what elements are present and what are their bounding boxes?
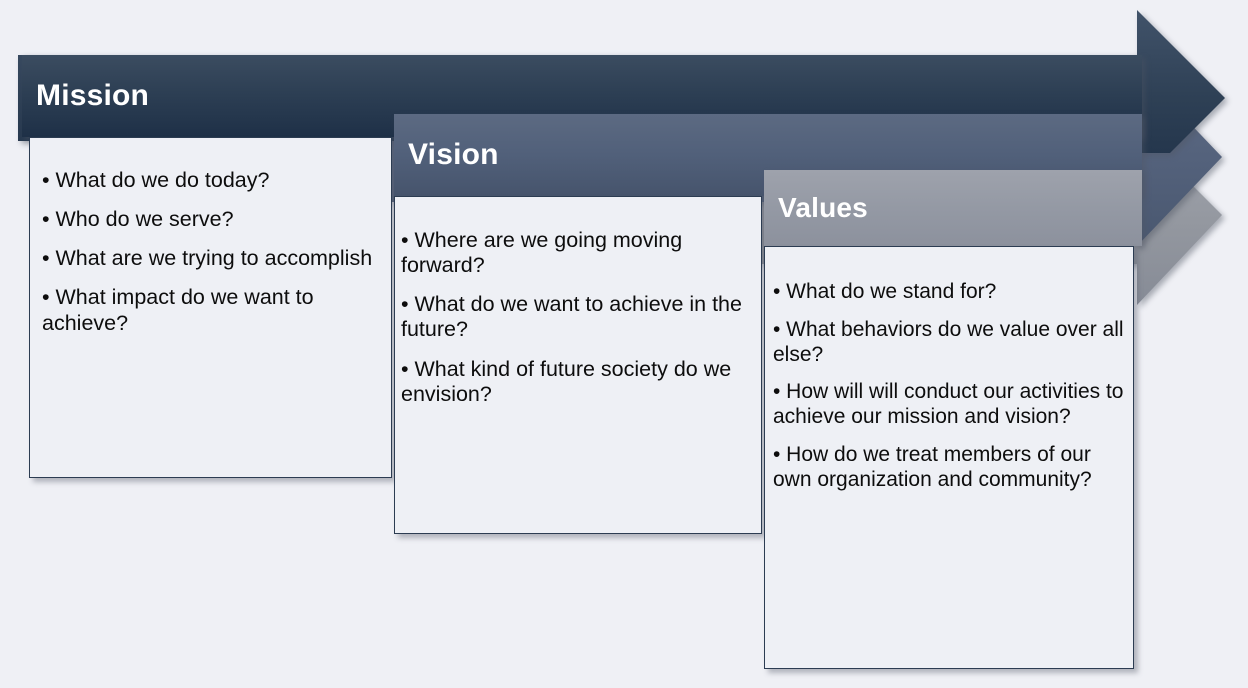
list-item: • What do we stand for?	[773, 280, 997, 303]
mission-title: Mission	[36, 79, 150, 112]
list-item: • What impact do we want to achieve?	[42, 285, 314, 335]
values-title: Values	[778, 192, 868, 223]
vision-bullet-list: • Where are we going moving forward? • W…	[401, 228, 755, 407]
values-bullet-list: • What do we stand for? • What behaviors…	[773, 280, 1125, 492]
list-item: • Who do we serve?	[42, 207, 234, 232]
vision-body: • Where are we going moving forward? • W…	[394, 196, 762, 534]
list-item: • How will will conduct our activities t…	[773, 380, 1124, 429]
list-item: • How do we treat members of our own org…	[773, 442, 1092, 491]
list-item: • What behaviors do we value over all el…	[773, 317, 1124, 366]
list-item: • What do we want to achieve in the futu…	[401, 292, 742, 342]
values-header: Values	[764, 170, 1142, 246]
mission-bullet-list: • What do we do today? • Who do we serve…	[42, 168, 385, 336]
mission-body: • What do we do today? • Who do we serve…	[29, 137, 392, 478]
values-body: • What do we stand for? • What behaviors…	[764, 246, 1134, 669]
vision-title: Vision	[408, 138, 499, 171]
list-item: • Where are we going moving forward?	[401, 228, 683, 278]
list-item: • What do we do today?	[42, 168, 270, 192]
list-item: • What are we trying to accomplish	[42, 246, 373, 271]
list-item: • What kind of future society do we envi…	[401, 356, 732, 406]
